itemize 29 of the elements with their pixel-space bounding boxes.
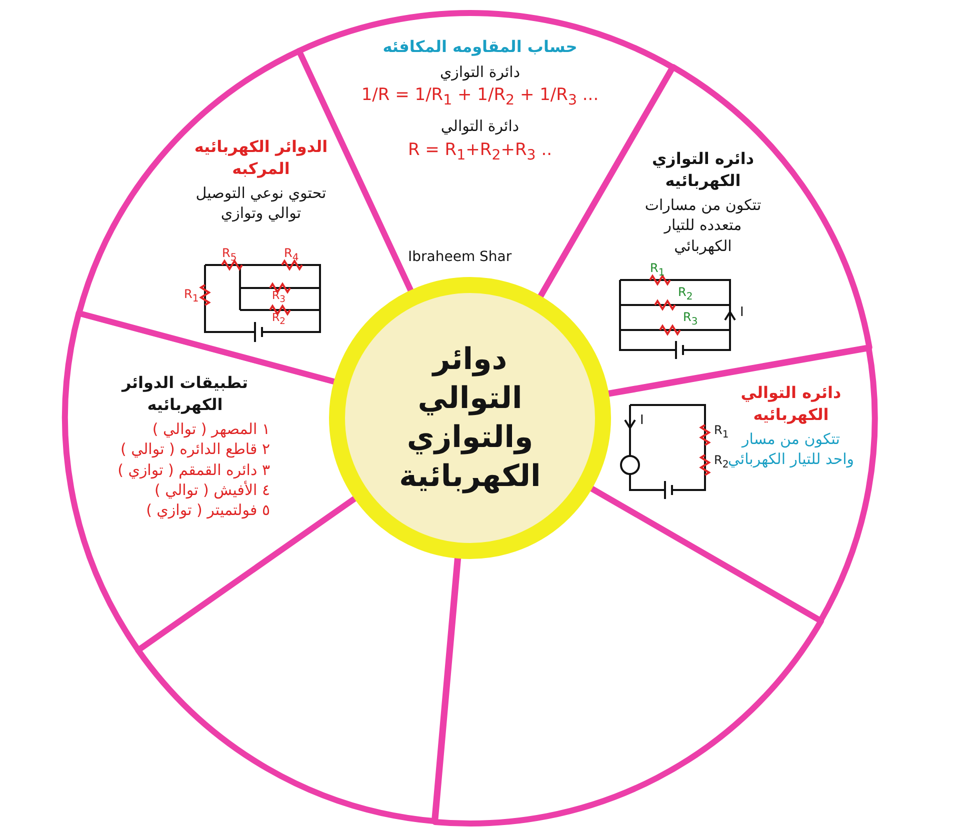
description-text: تتكون من مسارات متعدده للتيار الكهربائي: [644, 195, 762, 256]
list-item: ٤ الأفيش ( توالي ): [153, 480, 270, 500]
section-title: دائره التوازي الكهربائيه: [650, 148, 756, 192]
resistor-label: R$_{1}$: [184, 288, 199, 304]
resistor-label: R$_{1}$: [714, 424, 729, 440]
resistor-label: R$_{5}$: [222, 247, 237, 264]
list-item: ٥ فولتميتر ( توازي ): [145, 500, 270, 520]
list-item: ١ المصهر ( توالي ): [151, 419, 270, 440]
description-text: تتكون من مسار واحد للتيار الكهربائي: [728, 429, 855, 470]
subheading: دائرة التوالي: [440, 116, 520, 137]
section-title: دائره التوالي الكهربائيه: [740, 382, 842, 426]
current-label: I: [740, 306, 744, 320]
section-title: الدوائر الكهربائيه المركبه: [193, 136, 329, 180]
list-item: ٢ قاطع الدائره ( توالي ): [119, 439, 270, 460]
section-title: تطبيقات الدوائر الكهربائيه: [120, 372, 249, 416]
author-signature: Ibraheem Shar: [408, 250, 512, 266]
center-title: دوائر التوالي والتوازي الكهربائية: [398, 341, 542, 496]
resistor-label: R$_{4}$: [284, 247, 299, 264]
resistor-label: R$_{1}$: [650, 262, 665, 278]
section-title: حساب المقاومه المكافئه: [382, 36, 578, 58]
description-text: تحتوي نوعي التوصيل توالي وتوازي: [194, 183, 328, 224]
formula: R = R$_{1}$+R$_{2}$+R$_{3}$ ..: [406, 138, 554, 165]
formula: 1/R = 1/R$_{1}$ + 1/R$_{2}$ + 1/R$_{3}$ ...: [360, 84, 600, 110]
resistor-label: R$_{2}$: [714, 454, 729, 470]
list-item: ٣ دائره القمقم ( توازي ): [116, 460, 270, 480]
current-label: I: [640, 414, 644, 428]
resistor-label: R$_{3}$: [683, 311, 698, 328]
resistor-label: R$_{2}$: [678, 286, 693, 302]
subheading: دائرة التوازي: [438, 62, 522, 82]
